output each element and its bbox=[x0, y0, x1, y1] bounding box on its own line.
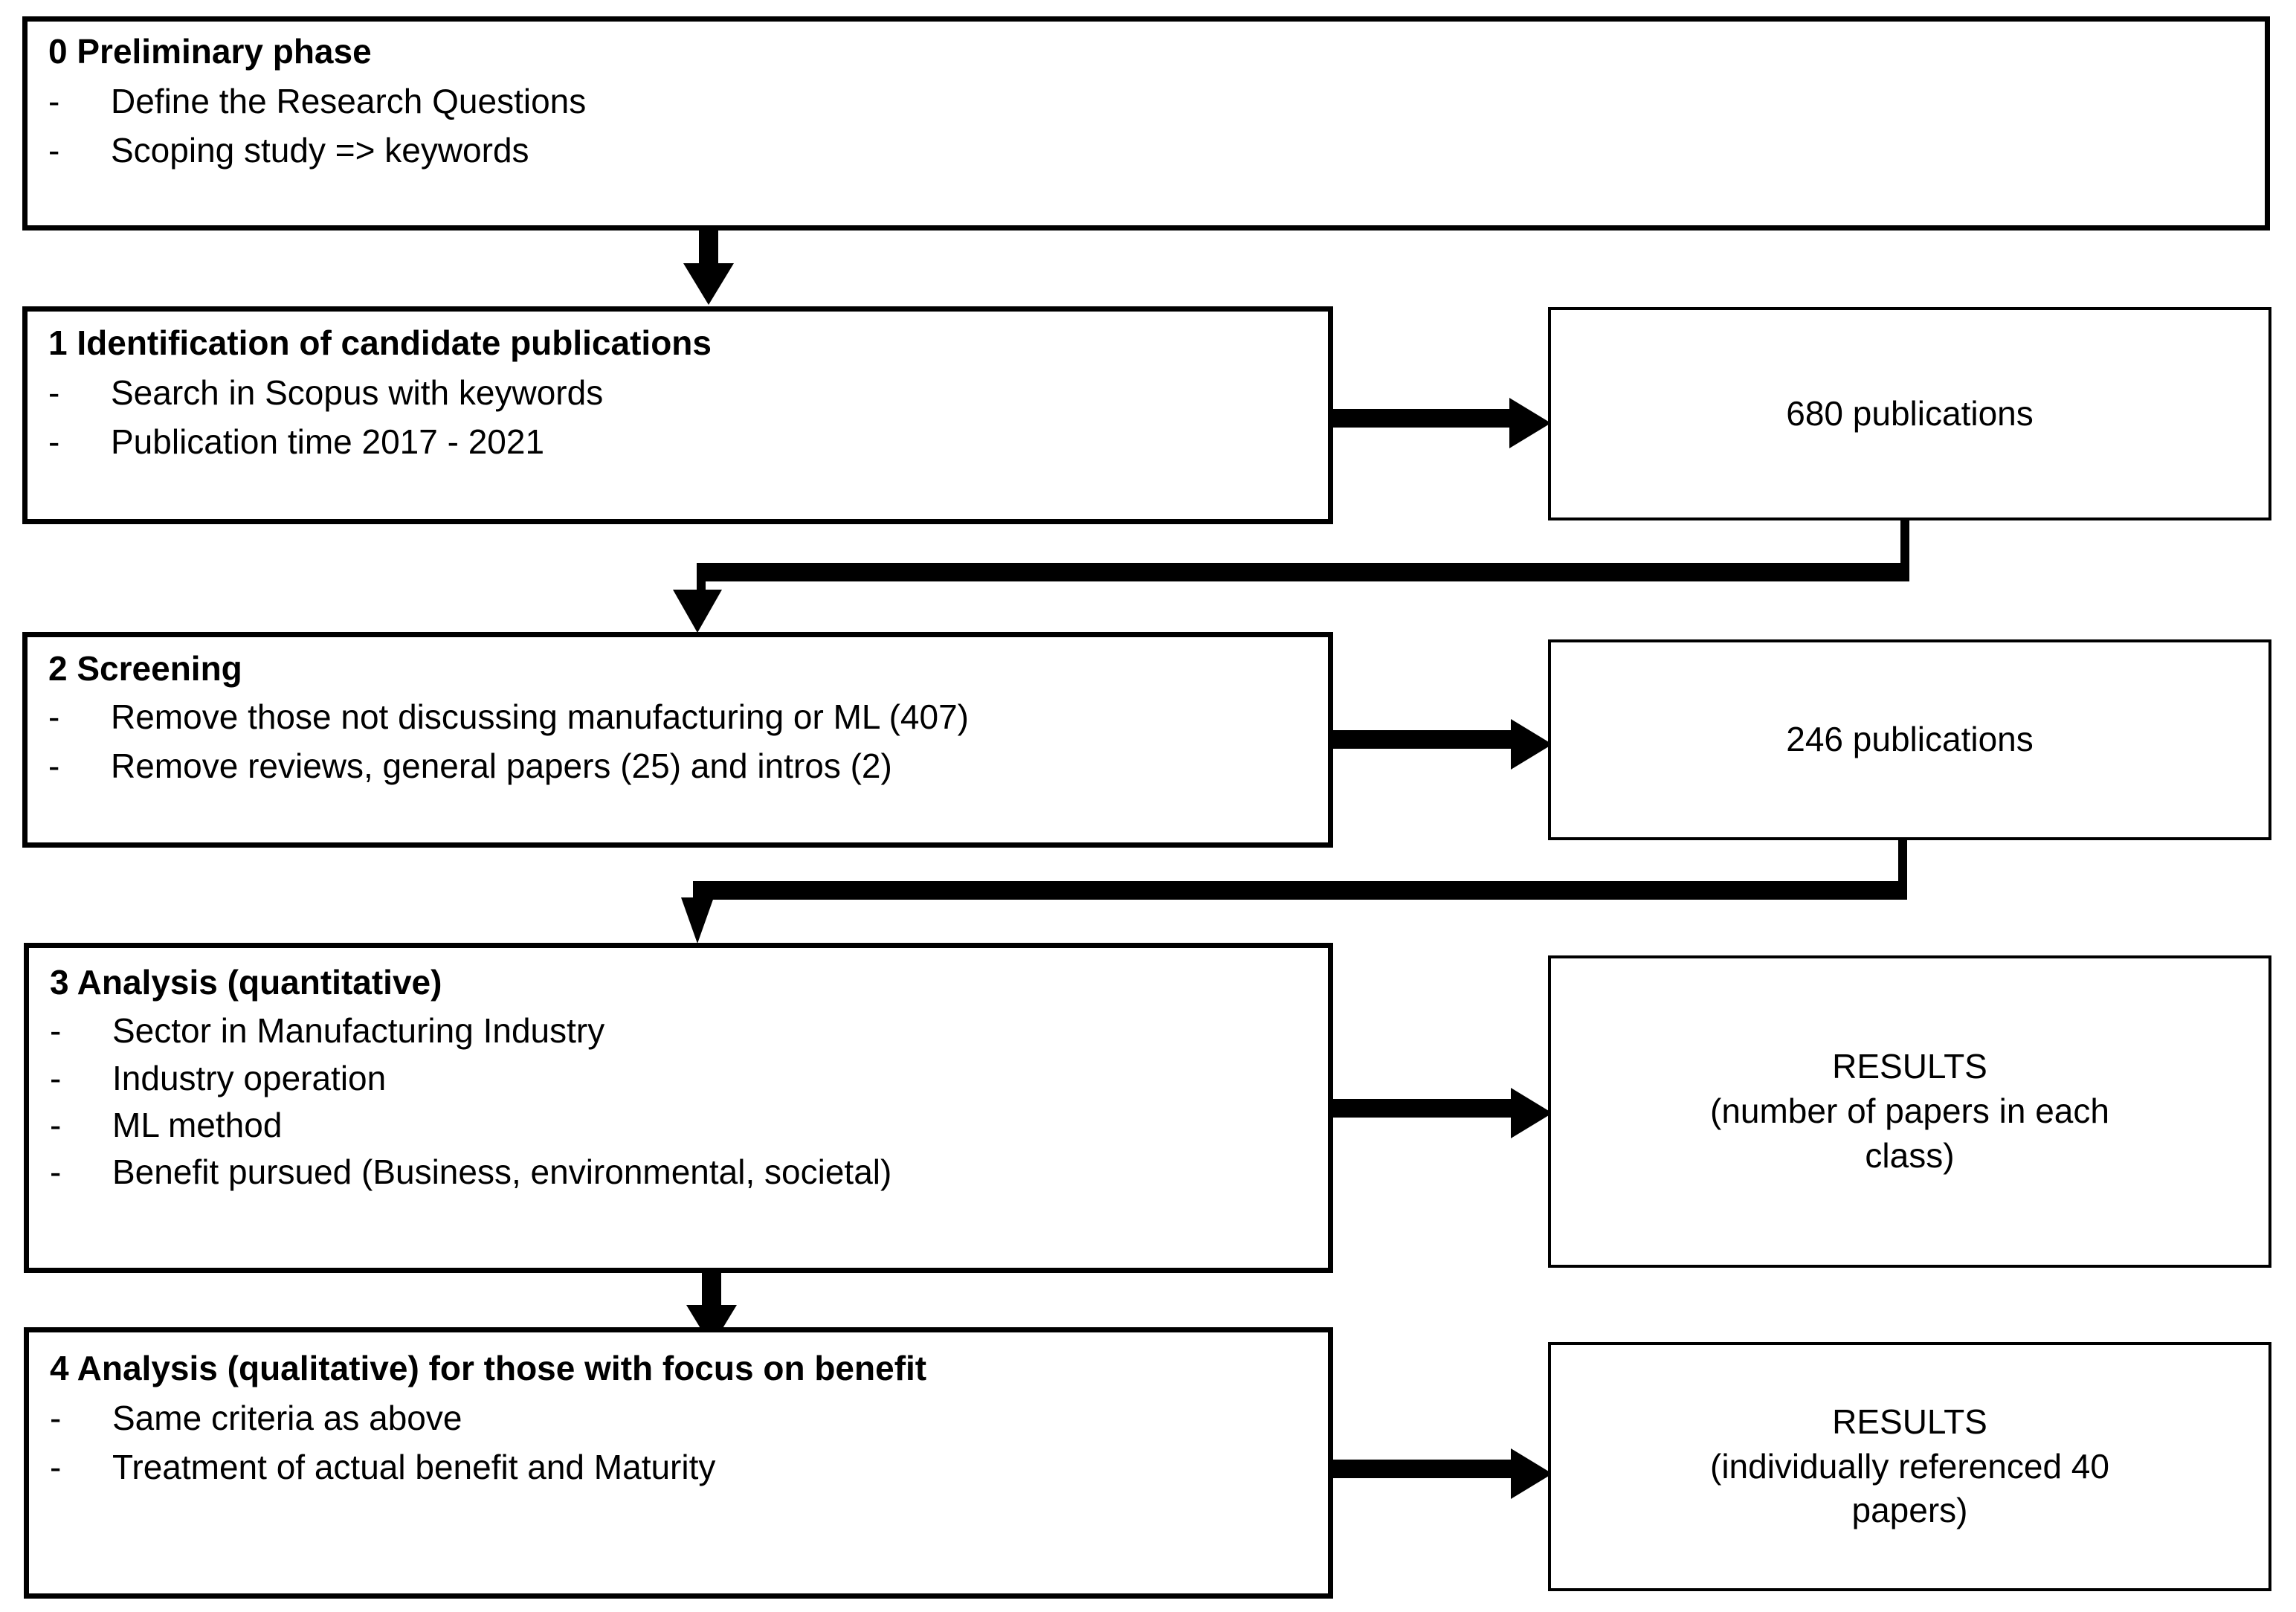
phase-box-4[interactable]: 4 Analysis (qualitative) for those with … bbox=[24, 1327, 1333, 1599]
bullet-dash: - bbox=[50, 1399, 62, 1438]
bullet-text: Remove reviews, general papers (25) and … bbox=[111, 746, 892, 785]
output-text: 246 publications bbox=[1786, 718, 2033, 762]
list-item: - Sector in Manufacturing Industry bbox=[50, 1011, 1318, 1051]
bullet-text: Treatment of actual benefit and Maturity bbox=[112, 1447, 716, 1486]
bullet-dash: - bbox=[48, 746, 60, 785]
list-item: - Same criteria as above bbox=[50, 1399, 1318, 1438]
connector-arrowhead-phase0-phase1 bbox=[683, 263, 734, 305]
output-box-3[interactable]: RESULTS (number of papers in each class) bbox=[1548, 955, 2271, 1268]
output-line: class) bbox=[1865, 1135, 1955, 1175]
connector-line-output2-left bbox=[693, 881, 1907, 900]
bullet-dash: - bbox=[48, 82, 60, 121]
list-item: - Remove reviews, general papers (25) an… bbox=[48, 747, 1318, 786]
list-item: - Remove those not discussing manufactur… bbox=[48, 697, 1318, 737]
phase-box-2[interactable]: 2 Screening - Remove those not discussin… bbox=[22, 632, 1333, 848]
connector-arrowhead-output2-phase3 bbox=[681, 897, 714, 944]
output-text: RESULTS (number of papers in each class) bbox=[1710, 1045, 2109, 1178]
phase-title: 4 Analysis (qualitative) for those with … bbox=[50, 1349, 927, 1387]
bullet-text: Scoping study => keywords bbox=[111, 130, 529, 170]
connector-line-phase0-phase1 bbox=[699, 230, 718, 268]
output-line: (individually referenced 40 bbox=[1710, 1446, 2109, 1486]
list-item: - Publication time 2017 - 2021 bbox=[48, 422, 1318, 462]
bullet-dash: - bbox=[48, 130, 60, 170]
phase-bullet-list: - Remove those not discussing manufactur… bbox=[48, 697, 1318, 786]
bullet-text: Search in Scopus with keywords bbox=[111, 373, 604, 413]
connector-line-output1-left bbox=[697, 563, 1909, 581]
bullet-text: Define the Research Questions bbox=[111, 82, 587, 121]
output-box-2[interactable]: 246 publications bbox=[1548, 639, 2271, 840]
phase-title: 2 Screening bbox=[48, 649, 242, 688]
output-line: (number of papers in each bbox=[1710, 1092, 2109, 1131]
connector-line-phase3-output3 bbox=[1333, 1099, 1519, 1118]
bullet-text: Publication time 2017 - 2021 bbox=[111, 422, 545, 461]
output-box-1[interactable]: 680 publications bbox=[1548, 307, 2271, 520]
output-line: 680 publications bbox=[1786, 393, 2034, 433]
connector-line-output2-down bbox=[1898, 840, 1907, 887]
bullet-dash: - bbox=[50, 1106, 62, 1145]
output-box-4[interactable]: RESULTS (individually referenced 40 pape… bbox=[1548, 1342, 2271, 1591]
bullet-text: ML method bbox=[112, 1106, 283, 1145]
phase-bullet-list: - Define the Research Questions - Scopin… bbox=[48, 82, 2254, 170]
connector-line-output1-down bbox=[1900, 520, 1909, 569]
phase-box-3[interactable]: 3 Analysis (quantitative) - Sector in Ma… bbox=[24, 943, 1333, 1273]
output-text: 680 publications bbox=[1786, 392, 2033, 436]
phase-title: 1 Identification of candidate publicatio… bbox=[48, 323, 712, 362]
bullet-dash: - bbox=[48, 422, 60, 461]
bullet-text: Sector in Manufacturing Industry bbox=[112, 1011, 605, 1051]
bullet-dash: - bbox=[48, 697, 60, 737]
phase-bullet-list: - Same criteria as above - Treatment of … bbox=[50, 1399, 1318, 1487]
output-line: RESULTS bbox=[1832, 1047, 1987, 1086]
phase-bullet-list: - Sector in Manufacturing Industry - Ind… bbox=[50, 1011, 1318, 1192]
phase-title: 0 Preliminary phase bbox=[48, 32, 372, 71]
bullet-dash: - bbox=[50, 1447, 62, 1486]
list-item: - Scoping study => keywords bbox=[48, 131, 2254, 170]
bullet-text: Same criteria as above bbox=[112, 1399, 462, 1438]
output-text: RESULTS (individually referenced 40 pape… bbox=[1710, 1400, 2109, 1533]
phase-title: 3 Analysis (quantitative) bbox=[50, 963, 442, 1002]
connector-line-phase4-output4 bbox=[1333, 1460, 1519, 1478]
phase-box-1[interactable]: 1 Identification of candidate publicatio… bbox=[22, 306, 1333, 524]
connector-arrowhead-phase2-output2 bbox=[1511, 719, 1552, 770]
list-item: - Benefit pursued (Business, environment… bbox=[50, 1152, 1318, 1192]
connector-arrowhead-phase1-output1 bbox=[1509, 398, 1551, 448]
bullet-dash: - bbox=[48, 373, 60, 413]
connector-line-phase1-output1 bbox=[1333, 409, 1515, 428]
phase-box-0[interactable]: 0 Preliminary phase - Define the Researc… bbox=[22, 16, 2270, 230]
connector-line-phase2-output2 bbox=[1333, 730, 1519, 749]
output-line: papers) bbox=[1851, 1491, 1968, 1530]
list-item: - Treatment of actual benefit and Maturi… bbox=[50, 1448, 1318, 1487]
connector-arrowhead-output1-phase2 bbox=[673, 590, 722, 633]
list-item: - ML method bbox=[50, 1106, 1318, 1145]
bullet-text: Remove those not discussing manufacturin… bbox=[111, 697, 969, 737]
bullet-text: Benefit pursued (Business, environmental… bbox=[112, 1152, 892, 1192]
list-item: - Search in Scopus with keywords bbox=[48, 373, 1318, 413]
bullet-dash: - bbox=[50, 1011, 62, 1051]
connector-arrowhead-phase4-output4 bbox=[1511, 1448, 1552, 1499]
connector-arrowhead-phase3-output3 bbox=[1511, 1088, 1552, 1138]
list-item: - Define the Research Questions bbox=[48, 82, 2254, 121]
phase-bullet-list: - Search in Scopus with keywords - Publi… bbox=[48, 373, 1318, 462]
list-item: - Industry operation bbox=[50, 1059, 1318, 1098]
bullet-dash: - bbox=[50, 1058, 62, 1097]
bullet-dash: - bbox=[50, 1152, 62, 1192]
output-line: RESULTS bbox=[1832, 1402, 1987, 1441]
bullet-text: Industry operation bbox=[112, 1058, 387, 1097]
output-line: 246 publications bbox=[1786, 720, 2034, 759]
